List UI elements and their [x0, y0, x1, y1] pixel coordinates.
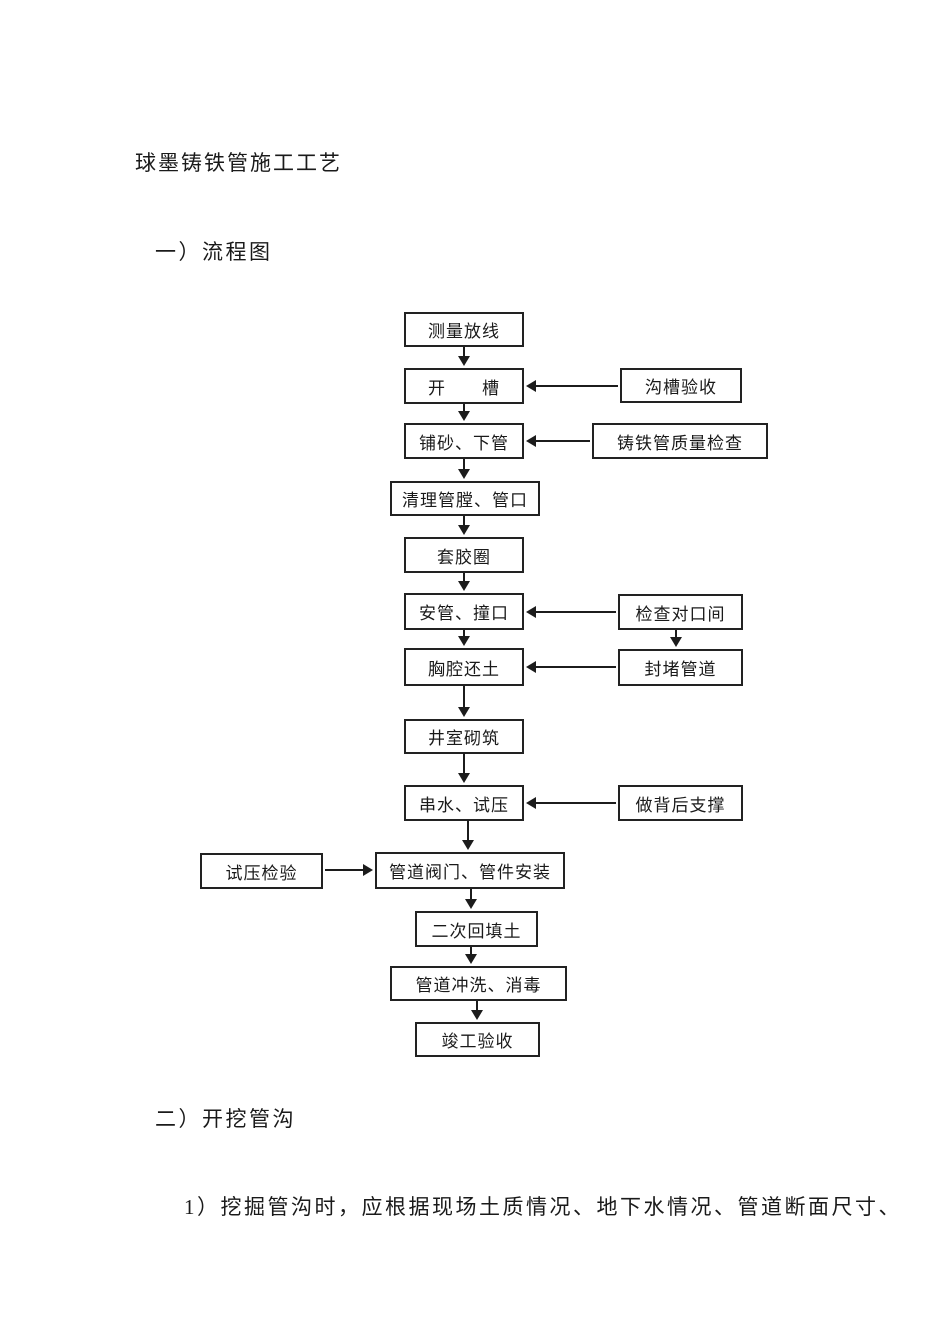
flow-arrow: [526, 797, 616, 809]
flow-arrow: [465, 889, 477, 909]
arrowhead-icon: [458, 707, 470, 717]
flow-arrow: [526, 435, 590, 447]
flow-arrow: [458, 573, 470, 591]
flow-node: 开 槽: [404, 368, 524, 404]
arrowhead-icon: [462, 840, 474, 850]
flow-node: 沟槽验收: [620, 368, 742, 403]
arrowhead-icon: [526, 380, 536, 392]
flow-arrow: [458, 347, 470, 366]
arrowhead-icon: [458, 525, 470, 535]
flow-arrow: [526, 661, 616, 673]
flow-node: 管道冲洗、消毒: [390, 966, 567, 1001]
arrowhead-icon: [670, 637, 682, 647]
arrowhead-icon: [526, 797, 536, 809]
arrowhead-icon: [458, 469, 470, 479]
flow-node: 测量放线: [404, 312, 524, 347]
arrowhead-icon: [526, 435, 536, 447]
arrowhead-icon: [458, 581, 470, 591]
flow-arrow: [465, 947, 477, 964]
flow-arrow: [526, 606, 616, 618]
flow-node: 铺砂、下管: [404, 423, 524, 459]
section-heading-flowchart: 一）流程图: [155, 240, 273, 264]
arrowhead-icon: [458, 411, 470, 421]
arrowhead-icon: [471, 1010, 483, 1020]
arrowhead-icon: [363, 864, 373, 876]
flow-arrow: [458, 686, 470, 717]
flow-node: 做背后支撑: [618, 785, 743, 821]
flow-node: 竣工验收: [415, 1022, 540, 1057]
flow-node: 安管、撞口: [404, 593, 524, 630]
flow-node: 铸铁管质量检查: [592, 423, 768, 459]
flow-arrow: [462, 820, 474, 850]
arrowhead-icon: [526, 606, 536, 618]
document-title: 球墨铸铁管施工工艺: [135, 151, 342, 175]
flow-node: 试压检验: [200, 853, 323, 889]
section-heading-trench: 二）开挖管沟: [155, 1107, 296, 1131]
flow-node: 套胶圈: [404, 537, 524, 573]
flow-node: 井室砌筑: [404, 719, 524, 754]
flow-node: 串水、试压: [404, 785, 524, 821]
flow-arrow: [471, 1001, 483, 1020]
flow-node: 二次回填土: [415, 911, 538, 947]
flow-arrow: [458, 404, 470, 421]
flow-arrow: [458, 459, 470, 479]
arrowhead-icon: [458, 636, 470, 646]
flow-node: 管道阀门、管件安装: [375, 852, 565, 889]
flow-arrow: [458, 753, 470, 783]
flow-arrow: [458, 630, 470, 646]
arrowhead-icon: [465, 954, 477, 964]
arrowhead-icon: [458, 356, 470, 366]
flow-arrow: [526, 380, 618, 392]
body-paragraph: 1）挖掘管沟时，应根据现场土质情况、地下水情况、管道断面尺寸、: [184, 1195, 902, 1219]
flow-node: 胸腔还土: [404, 648, 524, 686]
arrowhead-icon: [465, 899, 477, 909]
flow-arrow: [325, 864, 373, 876]
flow-node: 检查对口间: [618, 594, 743, 630]
arrowhead-icon: [458, 773, 470, 783]
flow-arrow: [458, 516, 470, 535]
flow-node: 清理管膛、管口: [390, 481, 540, 516]
flow-node: 封堵管道: [618, 649, 743, 686]
arrowhead-icon: [526, 661, 536, 673]
flow-arrow: [670, 630, 682, 647]
